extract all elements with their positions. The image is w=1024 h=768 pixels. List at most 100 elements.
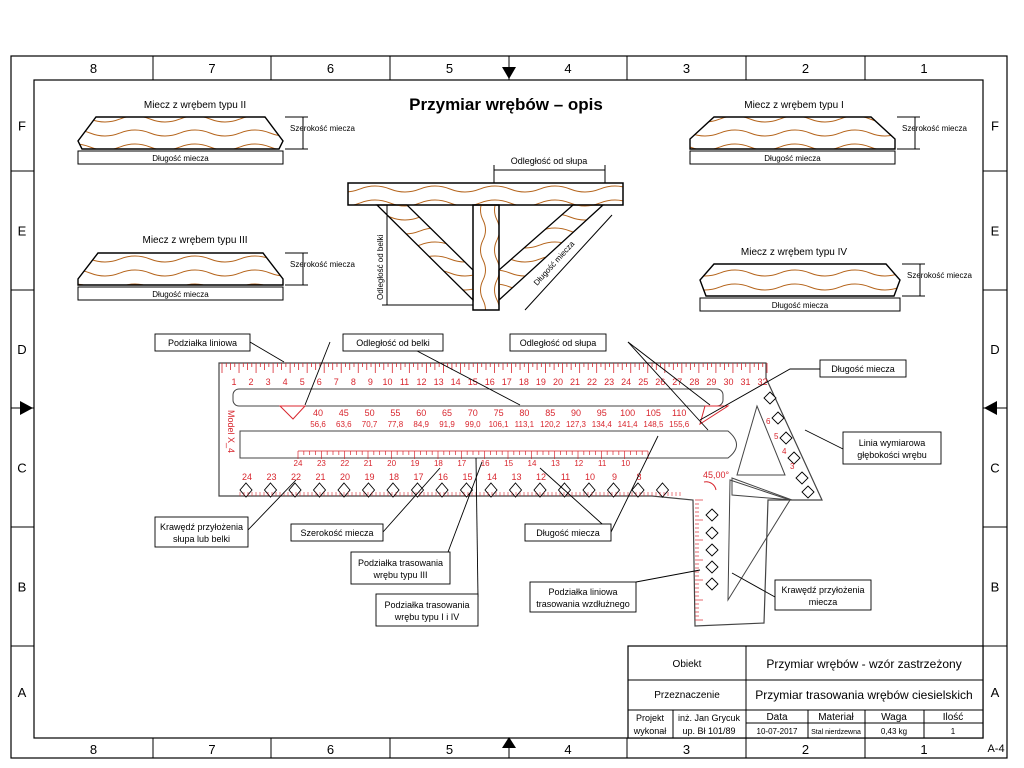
top-center-arrow-icon (502, 67, 516, 79)
mid-scale-label: 12 (574, 459, 583, 468)
diag-diamond (795, 471, 809, 485)
scale-diamond (361, 482, 376, 498)
top-scale-tick-label: 2 (249, 377, 254, 387)
lower-triangle (727, 479, 791, 602)
title-block: Obiekt Przymiar wrębów - wzór zastrzeżon… (627, 645, 1005, 755)
brace-length-value: 91,9 (439, 420, 455, 429)
brace-length-value: 77,8 (388, 420, 404, 429)
top-scale-tick-label: 26 (655, 377, 665, 387)
column-label-bottom: 5 (446, 742, 453, 757)
callout-post-edge-text-2: słupa lub belki (173, 534, 230, 544)
callout-brace-edge: Krawędź przyłożenia miecza (774, 579, 872, 611)
diag-scale-label: 3 (790, 462, 795, 471)
brace-length-value: 63,6 (336, 420, 352, 429)
top-scale-tick-label: 21 (570, 377, 580, 387)
callout-brace-length-top-text: Długość miecza (831, 364, 895, 374)
header-quantity: Ilość (943, 712, 964, 723)
mid-scale-label: 18 (434, 459, 443, 468)
board-title: Miecz z wrębem typu I (744, 100, 843, 111)
vertical-diamond (705, 560, 719, 574)
brace-length-value: 127,3 (566, 420, 587, 429)
row-label-left: E (18, 224, 27, 239)
top-scale-tick-label: 3 (266, 377, 271, 387)
model-label: Model X_4 (226, 410, 236, 453)
board-title: Miecz z wrębem typu IV (741, 247, 847, 258)
board-length-label: Długość miecza (772, 301, 829, 310)
low-scale-label: 10 (585, 472, 595, 482)
column-label-top: 7 (208, 61, 215, 76)
low-scale-label: 14 (487, 472, 497, 482)
brace-length-value: 106,1 (489, 420, 510, 429)
post (472, 204, 500, 311)
top-scale-tick-label: 29 (706, 377, 716, 387)
callout-scale-type1-4-text-2: wrębu typu I i IV (394, 612, 460, 622)
header-date: Data (766, 712, 788, 723)
low-scale-label: 13 (511, 472, 521, 482)
angle-value: 85 (545, 408, 555, 418)
callout-post-edge: Krawędź przyłożenia słupa lub belki (154, 516, 249, 548)
diag-diamond (763, 391, 777, 405)
column-label-top: 3 (683, 61, 690, 76)
tool-outline (218, 362, 823, 627)
brace-length-value: 113,1 (515, 420, 535, 429)
top-scale-tick-label: 19 (536, 377, 546, 387)
made-by-line-1: Projekt (636, 713, 665, 723)
mid-scale-label: 19 (411, 459, 420, 468)
callout-scale-type1-4: Podziałka trasowania wrębu typu I i IV (375, 593, 479, 627)
scale-diamond (410, 482, 425, 498)
value-material: Stal nierdzewna (811, 729, 861, 736)
callout-brace-edge-text-2: miecza (809, 597, 838, 607)
callout-brace-width: Szerokość miecza (290, 523, 384, 542)
callout-beam-distance-text: Odległość od belki (356, 338, 430, 348)
brace-length-value: 120,2 (540, 420, 561, 429)
angle-label: 45,00° (703, 470, 730, 480)
mid-scale-label: 15 (504, 459, 513, 468)
callout-post-edge-text-1: Krawędź przyłożenia (160, 522, 243, 532)
mid-scale-label: 11 (598, 459, 607, 468)
scale-diamond (582, 482, 596, 498)
board-width-label: Szerokość miecza (290, 124, 355, 133)
mid-scale-label: 21 (364, 459, 373, 468)
scale-diamond (239, 482, 253, 498)
column-label-bottom: 7 (208, 742, 215, 757)
header-weight: Waga (881, 712, 907, 723)
angle-value: 110 (672, 408, 686, 418)
callout-beam-distance: Odległość od belki (342, 333, 444, 352)
brace-length-value: 141,4 (618, 420, 639, 429)
brace-length-value: 99,0 (465, 420, 481, 429)
angle-value: 90 (571, 408, 581, 418)
value-weight: 0,43 kg (881, 727, 907, 736)
low-scale-label: 19 (364, 472, 374, 482)
diag-slot (736, 404, 786, 476)
vertical-diamond (705, 543, 719, 557)
scale-diamond (312, 482, 327, 498)
row-label-right: F (991, 119, 999, 134)
post-distance-label: Odległość od słupa (511, 156, 588, 166)
mid-scale-label: 13 (551, 459, 560, 468)
sheet-format: A-4 (987, 743, 1004, 755)
row-label-right: B (991, 580, 1000, 595)
scale-diamond (484, 482, 498, 498)
column-label-top: 2 (802, 61, 809, 76)
callout-linear-scale: Podziałka liniowa (154, 333, 251, 352)
author-line-1: inż. Jan Grycuk (678, 713, 741, 723)
row-label-left: C (17, 461, 26, 476)
purpose-label: Przeznaczenie (654, 690, 720, 701)
top-scale-tick-label: 10 (382, 377, 392, 387)
callout-brace-edge-text-1: Krawędź przyłożenia (781, 585, 864, 595)
top-scale-tick-label: 18 (519, 377, 529, 387)
top-scale-tick-label: 16 (485, 377, 495, 387)
right-center-arrow-icon (984, 401, 997, 415)
callout-brace-length-bottom-text: Długość miecza (536, 528, 600, 538)
callout-scale-type1-4-text-1: Podziałka trasowania (384, 600, 469, 610)
top-scale-tick-label: 28 (689, 377, 699, 387)
row-label-right: E (991, 224, 1000, 239)
bottom-center-arrow-icon (502, 737, 516, 748)
angle-value: 45 (339, 408, 349, 418)
top-scale-tick-label: 24 (621, 377, 631, 387)
